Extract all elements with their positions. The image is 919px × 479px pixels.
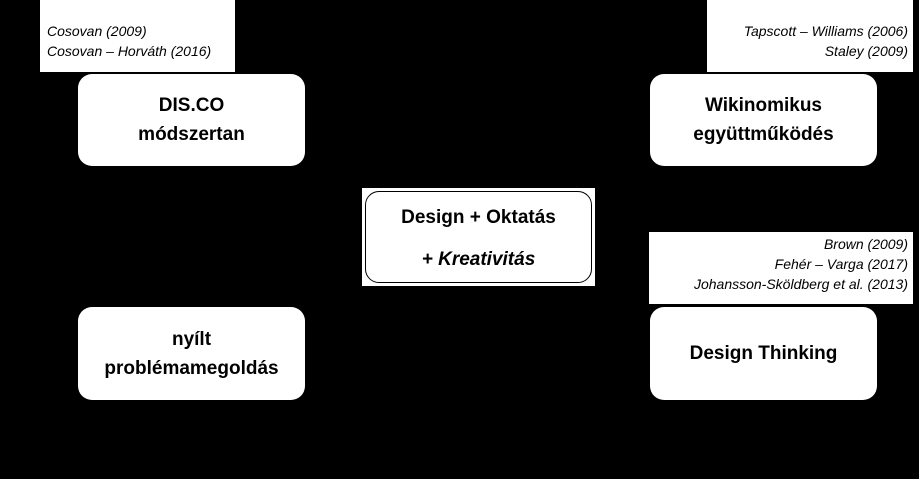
reference-text: Johansson-Sköldberg et al. (2013) xyxy=(693,276,908,292)
center-node: Design + Oktatás + Kreativitás xyxy=(365,191,592,283)
reference-text: Staley (2009) xyxy=(824,43,908,59)
node-label: módszertan xyxy=(138,124,245,145)
disco-node: DIS.CO módszertan xyxy=(78,74,305,166)
open-problem-solving-node: nyílt problémamegoldás xyxy=(78,307,305,400)
reference-text: Brown (2009) xyxy=(823,236,908,252)
wikinomics-references: Tapscott – Williams (2006) Staley (2009) xyxy=(707,0,913,72)
node-label: nyílt xyxy=(171,328,212,350)
node-label: problémamegoldás xyxy=(104,357,279,379)
wikinomics-node: Wikinomikus együttműködés xyxy=(650,74,877,166)
reference-text: Fehér – Varga (2017) xyxy=(774,256,908,272)
node-label: DIS.CO xyxy=(158,95,225,116)
reference-text: Cosovan (2009) xyxy=(47,23,147,39)
disco-references: Cosovan (2009) Cosovan – Horváth (2016) xyxy=(40,0,235,72)
design-thinking-node: Design Thinking xyxy=(650,307,877,400)
node-label: Design Thinking xyxy=(689,343,838,364)
reference-text: Cosovan – Horváth (2016) xyxy=(47,43,212,59)
reference-text: Tapscott – Williams (2006) xyxy=(743,23,908,39)
node-label: együttműködés xyxy=(693,124,834,145)
center-subtitle: + Kreativitás xyxy=(421,249,536,270)
center-title: Design + Oktatás xyxy=(401,207,556,228)
node-label: Wikinomikus xyxy=(704,95,822,116)
design-thinking-references: Brown (2009) Fehér – Varga (2017) Johans… xyxy=(649,232,913,304)
